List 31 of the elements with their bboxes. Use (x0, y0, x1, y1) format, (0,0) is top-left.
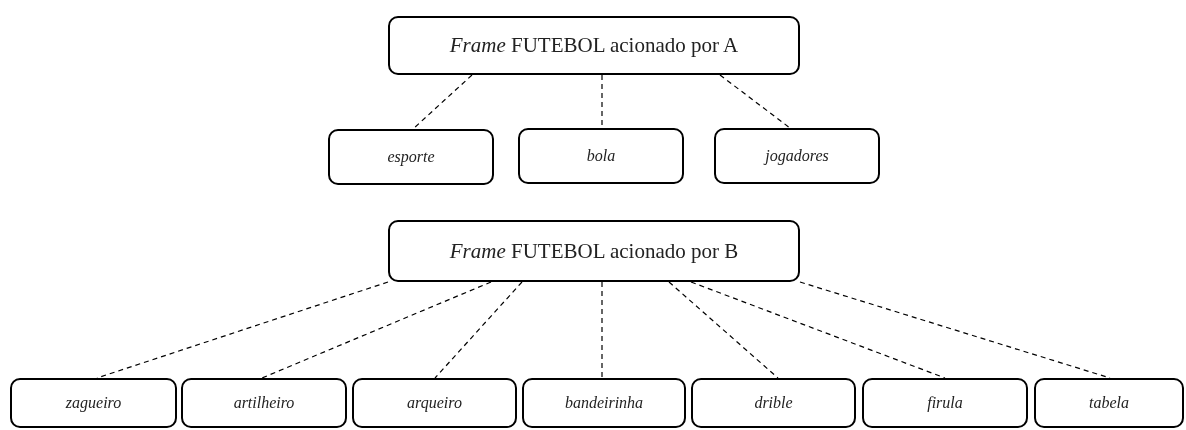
concept-label: jogadores (765, 147, 829, 165)
concept-label: zagueiro (65, 394, 122, 412)
concept-label: arqueiro (407, 394, 462, 412)
concept-box (328, 129, 494, 185)
concept-box (691, 378, 856, 428)
connector-line (668, 281, 779, 379)
connector-line (412, 74, 473, 130)
concept-label: bandeirinha (564, 394, 644, 412)
concept-box (518, 128, 684, 184)
concept-label: drible (754, 394, 793, 412)
frame-title: Frame FUTEBOL acionado por A (449, 33, 739, 58)
frame-box (388, 16, 800, 75)
concept-box (714, 128, 880, 184)
concept-label: artilheiro (233, 394, 295, 412)
concept-label: tabela (1089, 394, 1129, 412)
connector-line (434, 281, 523, 379)
frame-box (388, 220, 800, 282)
concept-box (862, 378, 1028, 428)
concept-box (352, 378, 517, 428)
connector-line (261, 281, 492, 379)
concept-box (1034, 378, 1184, 428)
concept-label: bola (586, 147, 616, 165)
concept-label: esporte (387, 148, 435, 166)
concept-label: firula (927, 394, 963, 412)
frame-title: Frame FUTEBOL acionado por B (449, 238, 739, 264)
concept-box (10, 378, 177, 428)
connector-line (601, 281, 603, 379)
connector-line (690, 281, 946, 379)
connector-line (719, 74, 791, 129)
concept-box (181, 378, 347, 428)
concept-box (522, 378, 686, 428)
